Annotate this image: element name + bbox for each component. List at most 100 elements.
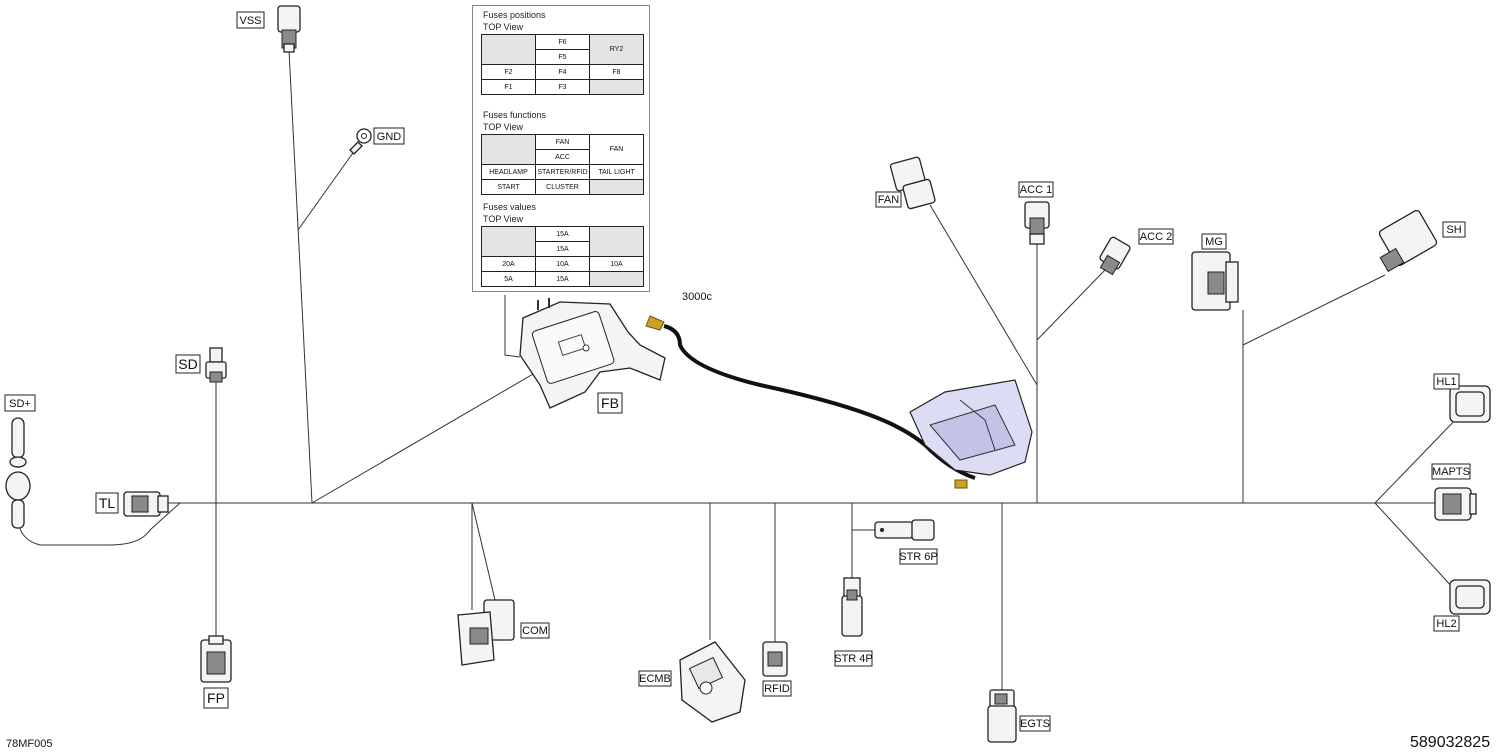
- mg-connector-icon: [1191, 251, 1239, 311]
- fuse-values-cell: 5A: [481, 271, 536, 287]
- svg-text:STR 4P: STR 4P: [834, 653, 873, 665]
- fan-label: FAN: [875, 191, 902, 208]
- svg-text:ACC 1: ACC 1: [1020, 184, 1052, 196]
- harness-wires: [17, 49, 1461, 690]
- fuse-functions-cell: FAN: [589, 134, 644, 165]
- fuse-functions-cell: HEADLAMP: [481, 164, 536, 180]
- battery-cable-icon: [645, 315, 976, 480]
- sh-label: SH: [1442, 221, 1466, 238]
- fuse-functions-cell: ACC: [535, 149, 590, 165]
- acc2-label: ACC 2: [1138, 228, 1174, 245]
- tl-label: TL: [95, 492, 119, 514]
- fuse-box-icon: [519, 298, 666, 409]
- hl1-label: HL1: [1433, 373, 1460, 390]
- svg-text:SH: SH: [1446, 224, 1461, 236]
- svg-text:MAPTS: MAPTS: [1432, 466, 1470, 478]
- svg-text:COM: COM: [522, 625, 548, 637]
- svg-text:TL: TL: [99, 495, 116, 511]
- mapts-label: MAPTS: [1431, 463, 1471, 480]
- svg-text:VSS: VSS: [239, 15, 261, 27]
- fuse-values-title: Fuses values: [483, 202, 537, 212]
- fan-connector-icon: [889, 156, 936, 210]
- str4p-connector-icon: [841, 577, 863, 637]
- fuse-functions-cell: [481, 134, 536, 165]
- svg-text:RFID: RFID: [764, 683, 790, 695]
- svg-text:ECMB: ECMB: [639, 673, 671, 685]
- fuse-positions-cell: F8: [589, 64, 644, 80]
- str6p-label: STR 6P: [899, 548, 938, 565]
- ecm-module-icon: [909, 379, 1033, 489]
- fuse-values-cell: 10A: [535, 256, 590, 272]
- fuse-functions-table: FAN FAN ACC HEADLAMP STARTER/RFID TAIL L…: [481, 134, 644, 195]
- sd-plus-label: SD+: [4, 394, 36, 412]
- acc1-label: ACC 1: [1018, 181, 1054, 198]
- acc1-connector-icon: [1024, 201, 1050, 245]
- gnd-ring-terminal-icon: [349, 128, 372, 155]
- fuse-values-table: 15A 15A 20A 10A 10A 5A 15A: [481, 226, 644, 287]
- fuse-positions-cell: F5: [535, 49, 590, 65]
- svg-text:STR 6P: STR 6P: [899, 551, 938, 563]
- fb-label: FB: [597, 392, 623, 414]
- sh-connector-icon: [1378, 209, 1438, 273]
- fuse-values-cell: [589, 271, 644, 287]
- fuse-positions-cell: F3: [535, 79, 590, 95]
- fuse-tables-panel: Fuses positions TOP View F6 RY2 F5 F2 F4…: [472, 5, 650, 292]
- str4p-label: STR 4P: [834, 650, 873, 667]
- fuse-values-cell: 15A: [535, 271, 590, 287]
- svg-text:FP: FP: [207, 690, 225, 706]
- figure-code-left: 78MF005: [6, 738, 53, 750]
- fuse-values-cell: 15A: [535, 241, 590, 257]
- fuse-positions-cell: F1: [481, 79, 536, 95]
- egts-label: EGTS: [1019, 715, 1051, 732]
- svg-text:HL1: HL1: [1436, 376, 1456, 388]
- fp-connector-icon: [200, 635, 232, 683]
- mapts-connector-icon: [1434, 487, 1477, 521]
- fuse-positions-title: Fuses positions: [483, 10, 546, 20]
- fuse-positions-view: TOP View: [483, 22, 524, 32]
- fuse-values-cell: 10A: [589, 256, 644, 272]
- fp-label: FP: [203, 687, 229, 709]
- fuse-values-cell: 20A: [481, 256, 536, 272]
- svg-text:FB: FB: [601, 395, 619, 411]
- fuse-functions-cell: FAN: [535, 134, 590, 150]
- fuse-positions-cell: [481, 34, 536, 65]
- ecmb-connector-icon: [679, 641, 746, 723]
- svg-text:GND: GND: [377, 131, 402, 143]
- svg-text:MG: MG: [1205, 236, 1223, 248]
- svg-text:SD: SD: [178, 356, 197, 372]
- fuse-positions-table: F6 RY2 F5 F2 F4 F8 F1 F3: [481, 34, 644, 95]
- hl1-connector-icon: [1449, 385, 1491, 423]
- fuse-functions-cell: START: [481, 179, 536, 195]
- fuse-values-view: TOP View: [483, 214, 524, 224]
- fuse-positions-cell: RY2: [589, 34, 644, 65]
- fuse-positions-cell: [589, 79, 644, 95]
- fuse-values-cell: [589, 226, 644, 257]
- part-3000c-label: 3000c: [682, 291, 712, 303]
- str6p-connector-icon: [874, 519, 935, 541]
- ecmb-label: ECMB: [638, 670, 672, 687]
- vss-connector-icon: [277, 5, 301, 53]
- figure-code-right: 589032825: [1410, 734, 1491, 751]
- svg-text:FAN: FAN: [878, 194, 899, 206]
- tl-connector-icon: [123, 491, 169, 517]
- svg-text:SD+: SD+: [9, 398, 31, 410]
- fuse-functions-view: TOP View: [483, 122, 524, 132]
- sd-connector-icon: [205, 347, 227, 383]
- hl2-label: HL2: [1433, 615, 1460, 632]
- fuse-values-cell: [481, 226, 536, 257]
- fuse-functions-cell: STARTER/RFID: [535, 164, 590, 180]
- egts-connector-icon: [987, 689, 1017, 743]
- fuse-functions-cell: CLUSTER: [535, 179, 590, 195]
- sd-plus-terminal-icon: [5, 417, 31, 529]
- com-label: COM: [520, 622, 550, 639]
- svg-text:ACC 2: ACC 2: [1140, 231, 1172, 243]
- fuse-positions-cell: F2: [481, 64, 536, 80]
- sd-label: SD: [175, 354, 201, 374]
- fuse-positions-cell: F4: [535, 64, 590, 80]
- rfid-label: RFID: [762, 680, 792, 697]
- fuse-positions-cell: F6: [535, 34, 590, 50]
- mg-label: MG: [1201, 233, 1227, 250]
- svg-text:HL2: HL2: [1436, 618, 1456, 630]
- com-connector-icon: [457, 599, 515, 666]
